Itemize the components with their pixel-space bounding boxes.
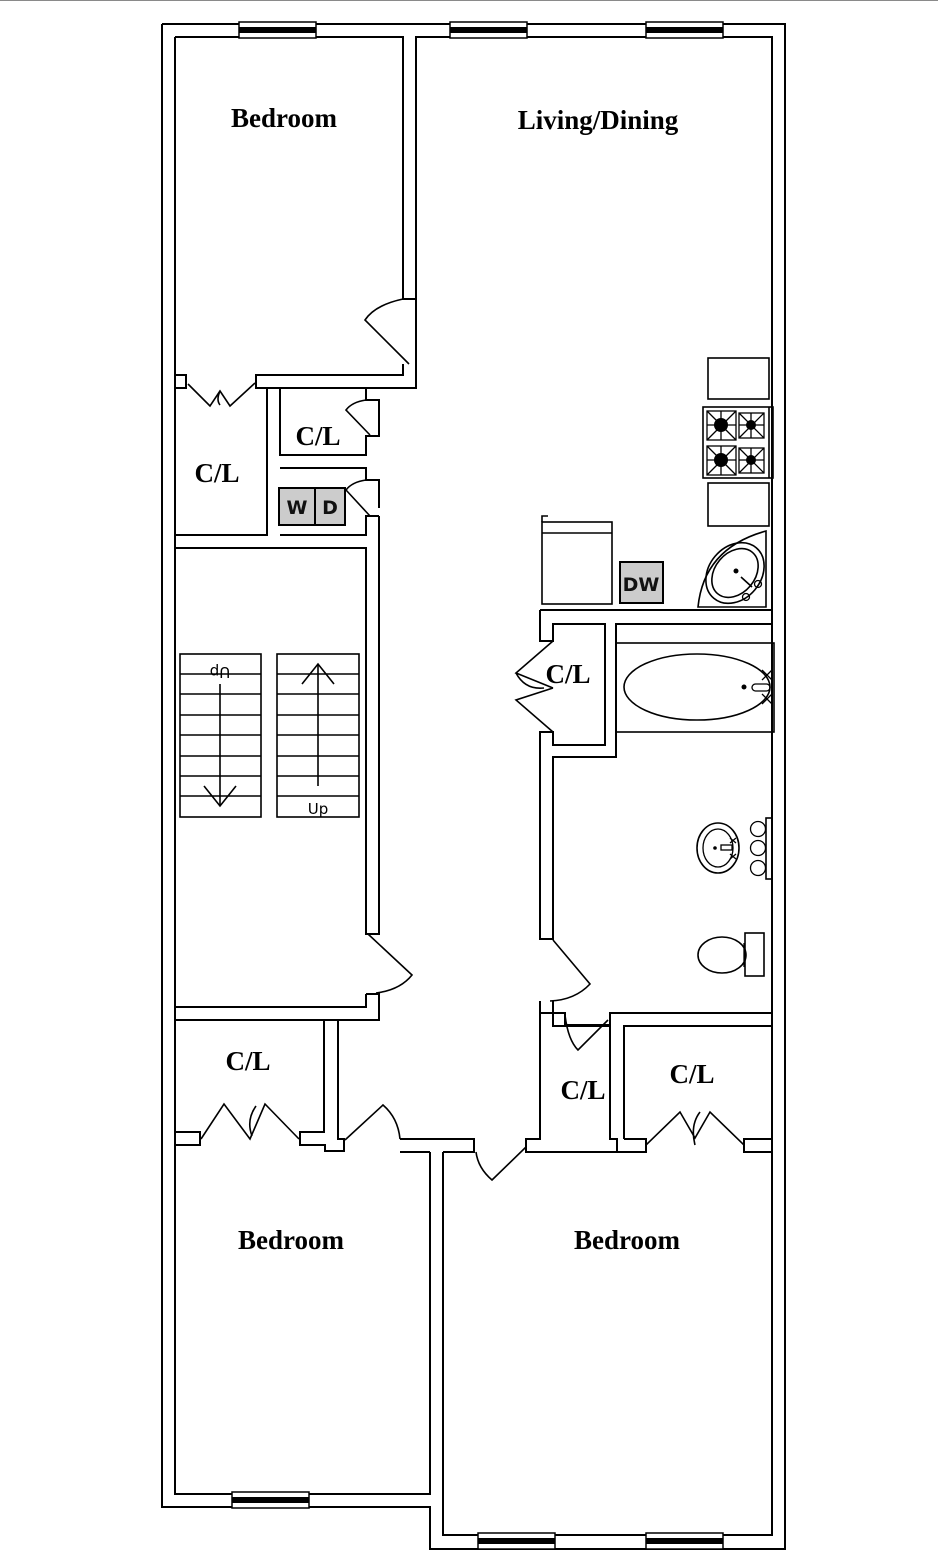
stair-flight-down: Up (179, 653, 262, 818)
window-top-mid (449, 21, 528, 39)
bedroom-top-left-walls (175, 298, 417, 408)
closet-label-bottom-right: C/L (669, 1059, 714, 1089)
closet-label-bottom-narrow: C/L (560, 1075, 605, 1105)
top-border-line (0, 0, 938, 1)
counter-upper (707, 357, 770, 400)
closet-label-bath: C/L (545, 659, 590, 689)
window-top-right (645, 21, 724, 39)
bathroom-sink-icon (696, 817, 773, 880)
closet-label-left-mid: C/L (194, 458, 239, 488)
windows (231, 21, 724, 1550)
room-label-living-dining: Living/Dining (518, 105, 679, 135)
washer-dryer: W D (278, 487, 346, 526)
dishwasher (619, 561, 664, 604)
bathtub-icon (615, 642, 775, 733)
stair-down-label: Up (210, 663, 231, 681)
closet-label-bottom-left: C/L (225, 1046, 270, 1076)
dryer (314, 487, 346, 526)
toilet-icon (697, 932, 765, 977)
exterior-walls (161, 23, 786, 1550)
kitchen-bath-walls (475, 609, 773, 1182)
stairwell: Up Up (174, 516, 414, 1021)
kitchen: DW (541, 357, 774, 608)
window-bottom-mid (477, 1532, 556, 1550)
stove-icon (702, 406, 774, 479)
window-bottom-left (231, 1491, 310, 1509)
stair-flight-up: Up (276, 653, 360, 818)
refrigerator-icon (541, 515, 613, 605)
room-label-bedroom-bottom-right: Bedroom (574, 1225, 681, 1255)
window-top-left (238, 21, 317, 39)
washer (278, 487, 316, 526)
dryer-label: D (322, 497, 338, 519)
bathroom (615, 642, 775, 977)
washer-label: W (287, 497, 308, 519)
kitchen-sink-icon (697, 529, 767, 608)
room-label-bedroom-top-left: Bedroom (231, 103, 338, 133)
closet-left-walls (174, 388, 380, 536)
room-label-bedroom-bottom-left: Bedroom (238, 1225, 345, 1255)
closet-label-small-upper: C/L (295, 421, 340, 451)
labels: Bedroom Living/Dining Bedroom Bedroom C/… (194, 103, 714, 1255)
counter-lower (707, 482, 770, 527)
dishwasher-label: DW (623, 574, 660, 596)
window-bottom-right (645, 1532, 724, 1550)
bottom-left-walls (174, 1019, 475, 1153)
stair-up-label: Up (308, 800, 329, 818)
